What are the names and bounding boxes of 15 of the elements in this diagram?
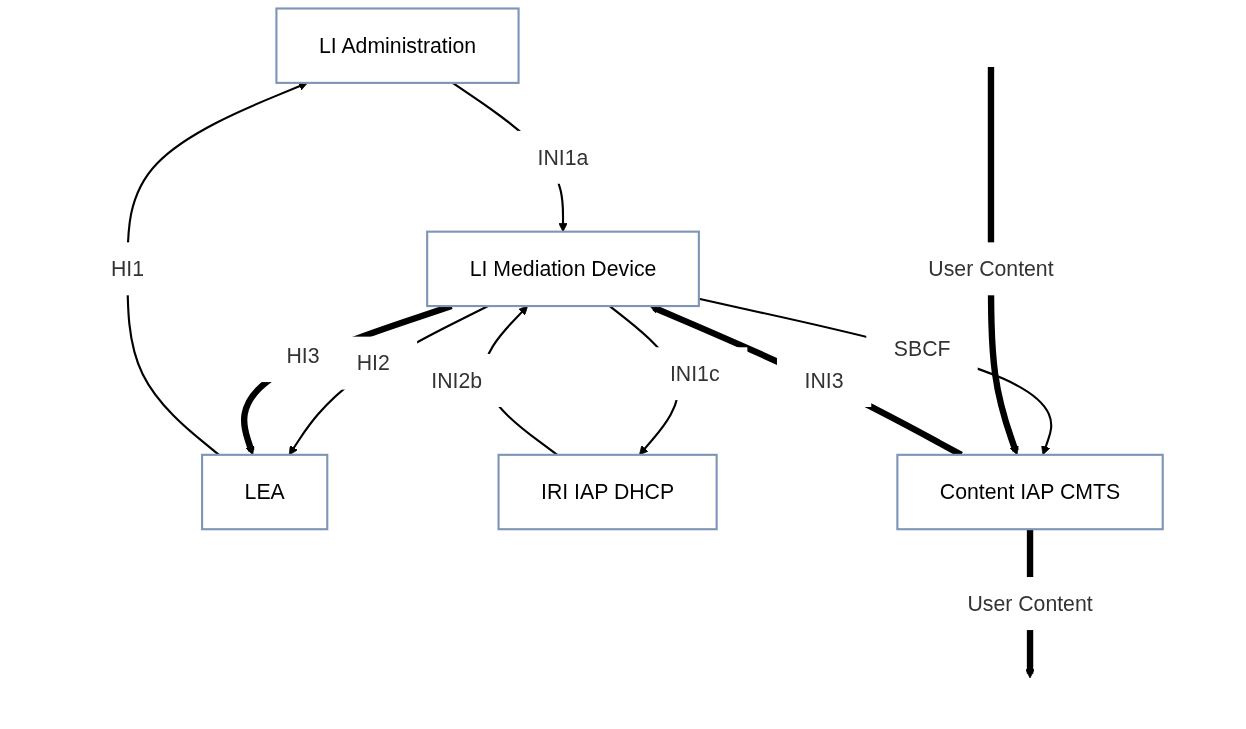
edge-label: User Content [928, 257, 1054, 281]
edge-label: SBCF [893, 336, 951, 360]
node-box: LI Mediation Device [426, 230, 700, 308]
edge-label: INI1c [669, 362, 720, 386]
edge-label: HI3 [286, 343, 320, 368]
edge-label: HI1 [110, 257, 144, 281]
edge-label: INI2b [431, 368, 483, 393]
node-box: IRI IAP DHCP [497, 453, 718, 531]
edge-label: INI3 [804, 368, 844, 393]
node-box: LEA [201, 453, 329, 531]
edge-label: User Content [967, 591, 1093, 616]
node-box: LI Administration [275, 7, 520, 84]
edge-label: INI1a [537, 145, 589, 169]
node-box: Content IAP CMTS [896, 453, 1164, 531]
edge-label: HI2 [356, 351, 390, 375]
